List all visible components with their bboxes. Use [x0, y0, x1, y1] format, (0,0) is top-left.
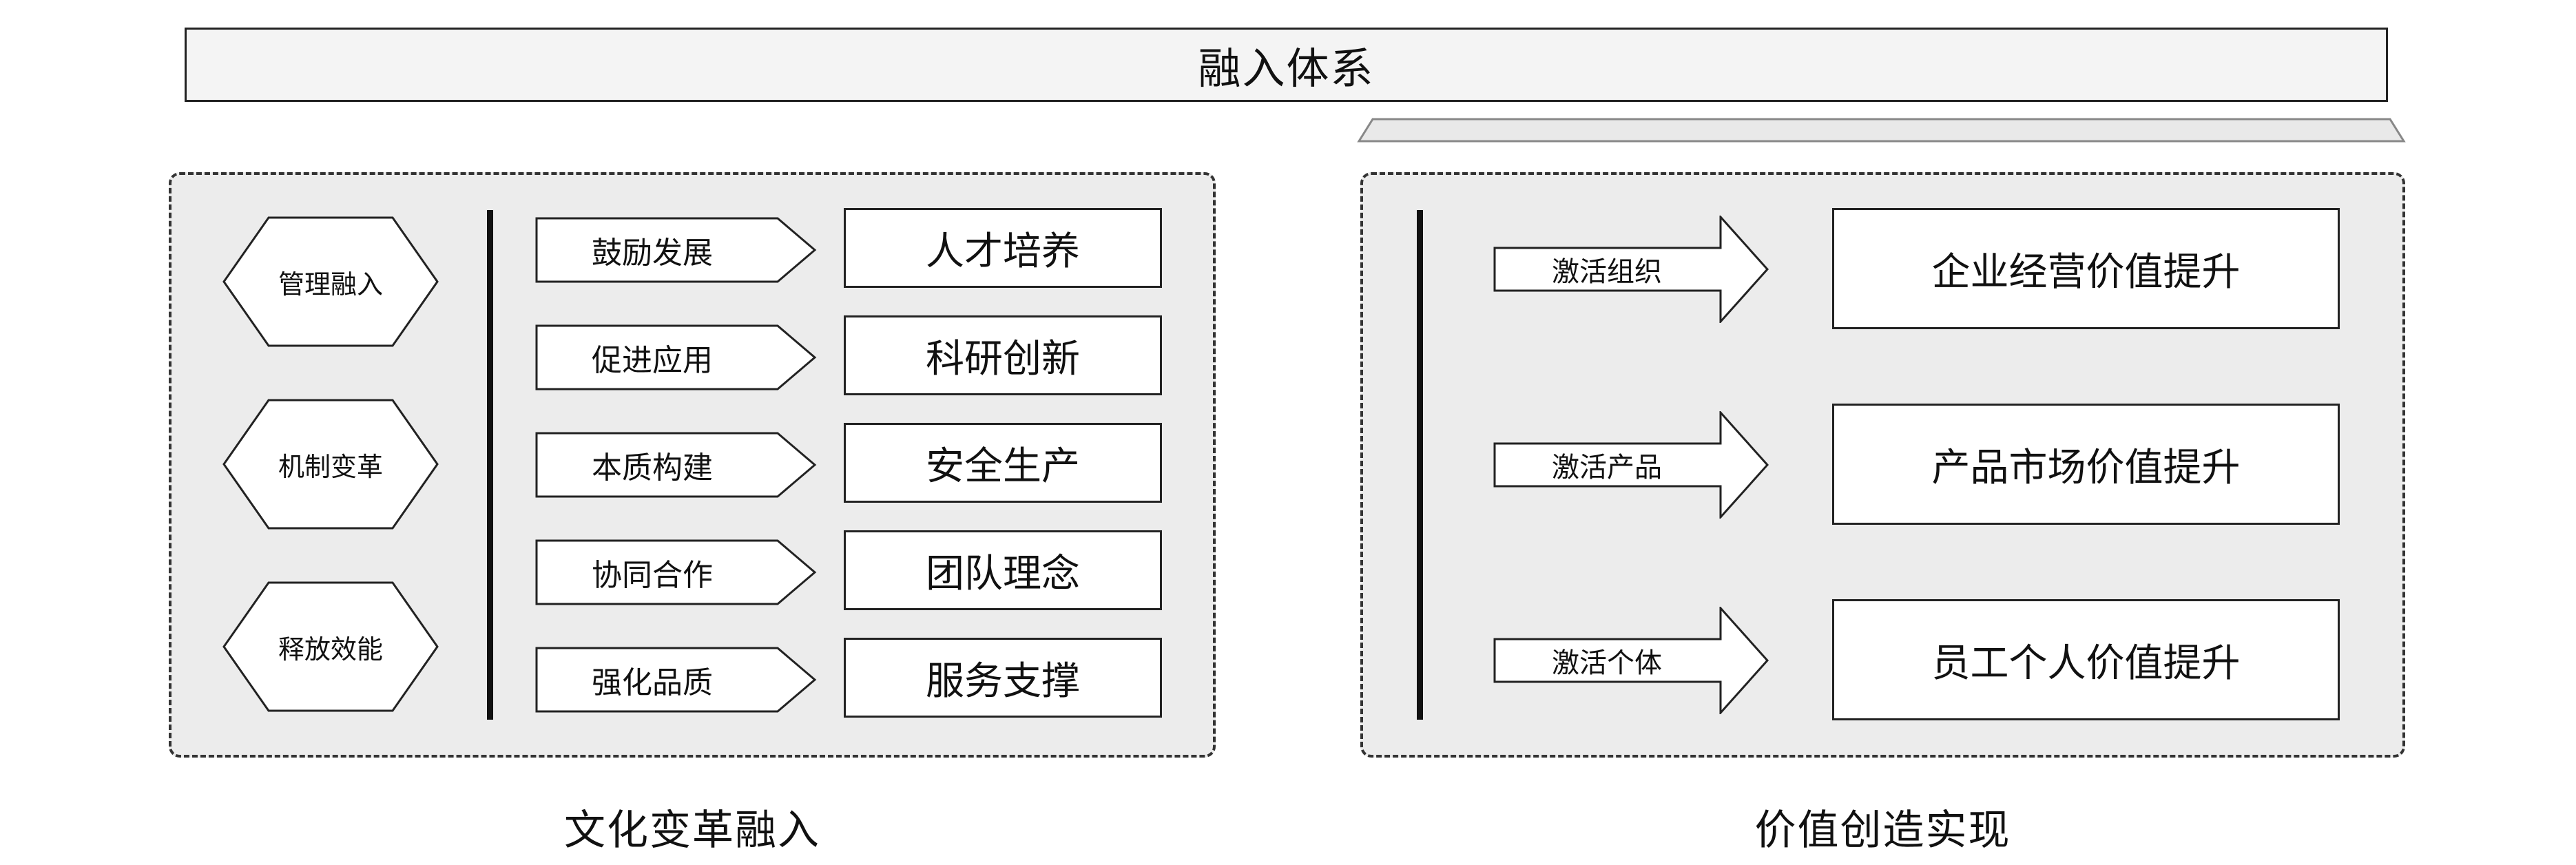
right-caption-text: 价值创造实现 — [1754, 806, 2011, 855]
hexagon-1: 管理融入 — [222, 216, 439, 348]
left-divider-line — [487, 210, 493, 720]
outcome-box-3: 安全生产 — [844, 423, 1162, 503]
left-section-title: 文化变革融入 — [169, 795, 1216, 857]
driver-arrow-3: 本质构建 — [535, 432, 818, 498]
activation-arrow-2: 激活产品 — [1493, 411, 1769, 519]
right-divider-line — [1417, 210, 1423, 720]
hexagon-3: 释放效能 — [222, 581, 439, 713]
activation-arrow-1: 激活组织 — [1493, 216, 1769, 323]
right-section-title: 价值创造实现 — [1360, 795, 2405, 857]
activation-label: 激活组织 — [1552, 256, 1662, 288]
top-banner: 融入体系 — [185, 28, 2388, 102]
driver-arrow-4: 协同合作 — [535, 539, 818, 605]
left-caption-text: 文化变革融入 — [564, 806, 820, 855]
value-box-2: 产品市场价值提升 — [1832, 404, 2340, 525]
outcome-label: 团队理念 — [926, 551, 1080, 596]
value-box-1: 企业经营价值提升 — [1832, 208, 2340, 329]
value-label: 产品市场价值提升 — [1931, 445, 2241, 490]
outcome-label: 科研创新 — [926, 336, 1080, 382]
banner-title: 融入体系 — [1198, 43, 1375, 94]
activation-label: 激活产品 — [1552, 452, 1662, 483]
driver-arrow-2: 促进应用 — [535, 324, 818, 390]
hexagon-label: 机制变革 — [278, 451, 383, 482]
outcome-label: 安全生产 — [926, 444, 1080, 489]
driver-label: 促进应用 — [592, 343, 713, 378]
outcome-box-2: 科研创新 — [844, 315, 1162, 395]
driver-arrow-5: 强化品质 — [535, 647, 818, 713]
activation-label: 激活个体 — [1552, 647, 1662, 679]
outcome-label: 服务支撑 — [926, 658, 1080, 704]
value-label: 企业经营价值提升 — [1931, 249, 2241, 295]
value-label: 员工个人价值提升 — [1931, 640, 2241, 686]
driver-arrow-1: 鼓励发展 — [535, 217, 818, 283]
driver-label: 鼓励发展 — [592, 236, 713, 271]
outcome-box-1: 人才培养 — [844, 208, 1162, 288]
outcome-box-4: 团队理念 — [844, 530, 1162, 610]
activation-arrow-3: 激活个体 — [1493, 607, 1769, 714]
driver-label: 强化品质 — [592, 665, 713, 700]
hexagon-2: 机制变革 — [222, 398, 439, 530]
hexagon-label: 释放效能 — [278, 634, 383, 665]
outcome-label: 人才培养 — [926, 229, 1080, 274]
outcome-box-5: 服务支撑 — [844, 638, 1162, 718]
trapezoid-bar — [1357, 118, 2406, 143]
value-box-3: 员工个人价值提升 — [1832, 599, 2340, 720]
driver-label: 本质构建 — [592, 450, 713, 486]
hexagon-label: 管理融入 — [278, 269, 383, 300]
driver-label: 协同合作 — [592, 558, 713, 593]
